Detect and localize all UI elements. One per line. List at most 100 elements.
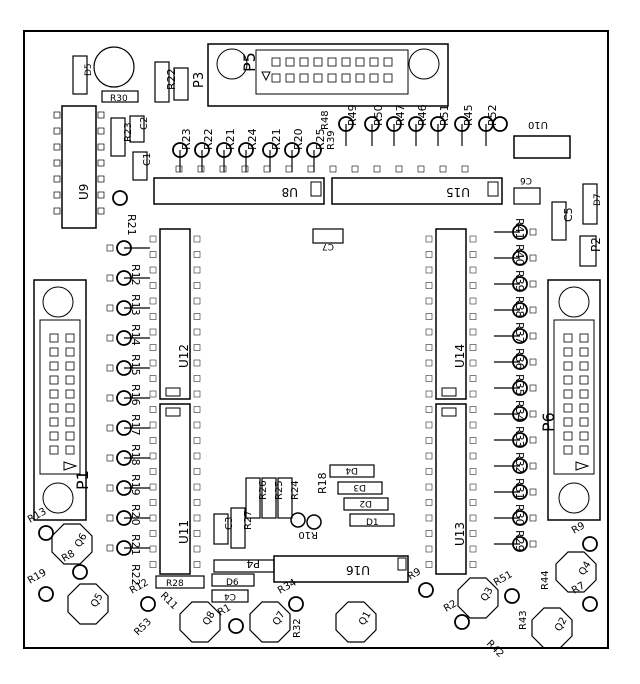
pad-square [417, 165, 425, 173]
p5-pin [327, 57, 337, 67]
pad-label: R51 [492, 569, 515, 588]
u9-pin [53, 159, 61, 167]
ic-u10 [513, 135, 571, 159]
ic-pin [469, 483, 477, 491]
u16-label: U16 [346, 563, 370, 577]
resistor-label: R25 [314, 128, 327, 150]
ic-pin [425, 452, 433, 460]
pad-square [106, 484, 114, 492]
pad-square [285, 165, 293, 173]
p1-pin [49, 403, 59, 413]
pad-label: R43 [518, 610, 529, 630]
ic-pin [469, 344, 477, 351]
u9-pin [53, 143, 61, 151]
diode-d2 [343, 497, 389, 511]
ic-pin [469, 297, 477, 305]
ic-pin [469, 421, 477, 429]
p5-pin [285, 57, 295, 67]
pad-label: R13 [26, 506, 49, 525]
connector-p5: P5 [207, 43, 449, 107]
ic-pin [193, 514, 201, 522]
ic-pin [149, 359, 157, 367]
r26-label: R26 [258, 480, 269, 500]
ic-pin [469, 514, 477, 522]
u8-label: U8 [282, 185, 298, 199]
p1-pin [49, 417, 59, 427]
ic-pin [193, 297, 201, 305]
p6-pin [579, 445, 589, 455]
p1-pin [49, 431, 59, 441]
ic-pin [469, 468, 477, 475]
ic-pin [469, 266, 477, 274]
ic-pin [425, 328, 433, 336]
pad-label: R11 [158, 590, 180, 612]
c6-label: C6 [520, 175, 532, 185]
resistor-r25 [261, 477, 277, 519]
resistor-label: R17 [129, 414, 142, 436]
p5-pin [383, 57, 393, 67]
transistor-label: Q1 [357, 610, 374, 628]
p6-pin [579, 361, 589, 371]
capacitor-c5 [551, 201, 567, 241]
resistor-label: R30 [513, 504, 526, 526]
capacitor-c1 [132, 151, 148, 181]
ic-pin [425, 483, 433, 491]
p6-pin [563, 375, 573, 385]
p5-pin [285, 73, 295, 83]
c5-label: C5 [562, 207, 575, 222]
resistor-label: R35 [513, 374, 526, 396]
pad-square [373, 165, 381, 173]
ic-u9 [61, 105, 97, 229]
u9-pin [97, 127, 105, 135]
pad-label: R19 [26, 567, 49, 586]
ic-pin [425, 297, 433, 305]
ic-u16 [273, 555, 409, 583]
p1-pin [65, 431, 75, 441]
resistor-label: R51 [438, 104, 451, 126]
pad-square [529, 332, 537, 340]
resistor-label: R16 [129, 384, 142, 406]
ic-pin [193, 359, 201, 367]
ic-pin [425, 390, 433, 398]
resistor-label: R14 [129, 324, 142, 346]
resistor-label: R45 [462, 104, 475, 126]
p5-pin [299, 57, 309, 67]
r10-label: R10 [298, 529, 318, 540]
ic-pin [149, 251, 157, 258]
capacitor-c6 [513, 187, 541, 205]
ic-pin [193, 437, 201, 444]
p6-pin [563, 389, 573, 399]
ic-u15 [331, 177, 503, 205]
u9-label: U9 [77, 184, 91, 200]
resistor-label: R22 [129, 564, 142, 586]
diode-d7 [582, 183, 598, 225]
resistor-r27 [230, 507, 246, 549]
pad-label: R42 [484, 638, 506, 660]
pad-label: R9 [570, 520, 587, 536]
pad-label: R2 [442, 598, 459, 614]
resistor-label: R22 [202, 128, 215, 150]
d6-label: D6 [226, 578, 239, 588]
p1-pin [65, 333, 75, 343]
resistor-r23 [110, 117, 126, 157]
transistor-label: Q5 [89, 592, 106, 610]
pad-square [461, 165, 469, 173]
p2-label: P2 [589, 237, 603, 252]
u15-label: U15 [446, 185, 470, 199]
ic-pin [149, 344, 157, 351]
ic-pin [149, 530, 157, 537]
resistor-label: R21 [129, 534, 142, 556]
c3-label: C3 [224, 517, 235, 530]
pad-square [529, 306, 537, 314]
transistor-q4 [555, 551, 597, 593]
pad-square [529, 514, 537, 522]
ic-pin [469, 375, 477, 382]
p6-pin [579, 431, 589, 441]
pad-square [106, 454, 114, 462]
pad-round [418, 582, 434, 598]
p1-pin [65, 389, 75, 399]
ic-pin [425, 251, 433, 258]
resistor-label: R21 [224, 128, 237, 150]
diode-d3 [337, 481, 383, 495]
ic-pin [149, 313, 157, 320]
